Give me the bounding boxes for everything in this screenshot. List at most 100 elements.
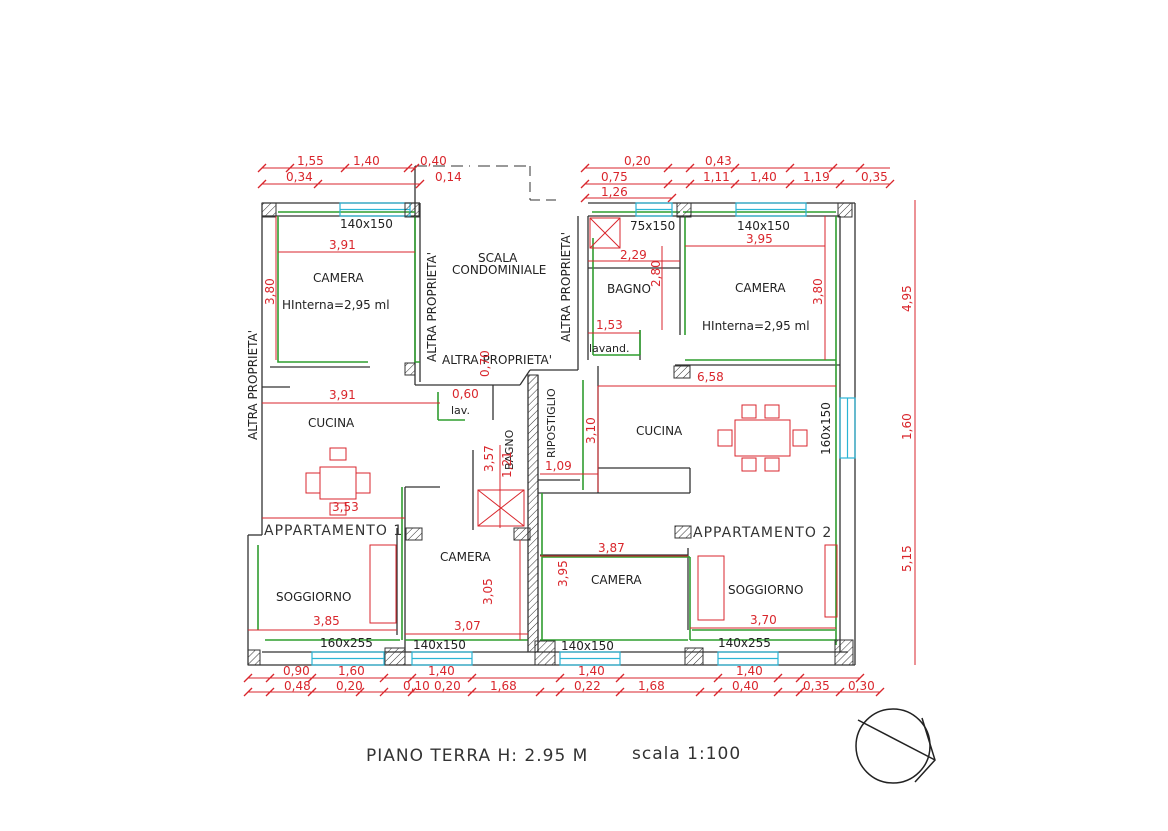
dim-380a: 3,80	[263, 278, 277, 305]
dim-bot-m: 0,40	[732, 679, 759, 693]
dim-658: 6,58	[697, 370, 724, 384]
dim-top-j: 1,40	[750, 170, 777, 184]
room-camera-tl: CAMERA	[313, 271, 364, 285]
dimension-tick	[663, 179, 673, 189]
bottom-dimensions: 0,90 1,60 1,40 0,48 0,20 0,10 0,20 1,68 …	[283, 664, 875, 693]
dim-385: 3,85	[313, 614, 340, 628]
dim-bot-g: 0,20	[434, 679, 461, 693]
room-scala-line1: SCALA	[478, 251, 518, 265]
dim-109: 1,09	[545, 459, 572, 473]
dim-387: 3,87	[598, 541, 625, 555]
dim-357: 3,57	[482, 445, 496, 472]
dimension-tick	[307, 673, 317, 683]
top-dimensions: 1,55 1,40 0,40 0,34 0,14 0,20 0,43 0,75 …	[286, 154, 888, 199]
dim-top-h: 0,75	[601, 170, 628, 184]
dim-bot-k: 1,68	[638, 679, 665, 693]
dim-310: 3,10	[584, 417, 598, 444]
window-label-1: 140x150	[340, 217, 393, 231]
plan-title: PIANO TERRA H: 2.95 M	[366, 746, 588, 766]
dim-353: 3,53	[332, 500, 359, 514]
dim-bot-n: 0,35	[803, 679, 830, 693]
window-openings	[311, 202, 856, 666]
room-camera-tr-height: HInterna=2,95 ml	[702, 319, 810, 333]
dimension-tick	[795, 673, 805, 683]
north-arrow-icon	[855, 708, 936, 784]
window-label-8: 140x255	[718, 636, 771, 650]
window-label-7: 140x150	[561, 639, 614, 653]
dim-top-m: 1,26	[601, 185, 628, 199]
dimension-tick	[340, 163, 350, 173]
dimension-lines	[248, 167, 916, 693]
dimension-ticks	[243, 163, 895, 697]
dimension-tick	[685, 179, 695, 189]
dim-top-i: 1,11	[703, 170, 730, 184]
dim-bot-b: 1,60	[338, 664, 365, 678]
dim-top-f: 0,20	[624, 154, 651, 168]
dimension-tick	[855, 163, 865, 173]
dimension-tick	[835, 179, 845, 189]
inner-dimensions: 3,91 3,80 3,91 0,60 0,70 2,29 2,80 1,53 …	[263, 232, 825, 633]
dimension-tick	[663, 163, 673, 173]
dim-280: 2,80	[649, 260, 663, 287]
room-bagno-right: BAGNO	[607, 282, 651, 296]
dim-top-l: 0,35	[861, 170, 888, 184]
dimension-tick	[773, 673, 783, 683]
dimension-tick	[265, 673, 275, 683]
window-label-3: 140x150	[737, 219, 790, 233]
dimension-tick	[257, 163, 267, 173]
dim-right-2: 1,60	[900, 413, 914, 440]
room-cucina-right: CUCINA	[636, 424, 683, 438]
dimension-tick	[355, 687, 365, 697]
furniture	[305, 217, 838, 624]
dim-391b: 3,91	[329, 388, 356, 402]
dim-bot-c: 1,40	[428, 664, 455, 678]
room-altra-left: ALTRA PROPRIETA'	[246, 330, 260, 440]
dimension-tick	[773, 687, 783, 697]
room-labels: CAMERA HInterna=2,95 ml SCALA CONDOMINIA…	[246, 232, 831, 604]
inner-linings	[257, 211, 837, 645]
dimension-tick	[855, 673, 865, 683]
dimension-tick	[580, 179, 590, 189]
dim-391a: 3,91	[329, 238, 356, 252]
room-camera-tl-height: HInterna=2,95 ml	[282, 298, 390, 312]
dim-bot-o: 0,30	[848, 679, 875, 693]
dimension-tick	[875, 687, 885, 697]
dimension-tick	[580, 163, 590, 173]
window-label-5: 160x255	[320, 636, 373, 650]
dimension-tick	[285, 163, 295, 173]
dim-top-e: 0,14	[435, 170, 462, 184]
room-altra-stair-left: ALTRA PROPRIETA'	[425, 252, 439, 362]
dimension-tick	[467, 687, 477, 697]
dimension-tick	[313, 179, 323, 189]
dim-bot-f: 0,10	[403, 679, 430, 693]
dim-395a: 3,95	[746, 232, 773, 246]
room-camera-mid-left: CAMERA	[440, 550, 491, 564]
dim-307: 3,07	[454, 619, 481, 633]
window-label-2: 75x150	[630, 219, 675, 233]
room-altra-bottom: ALTRA PROPRIETA'	[442, 353, 552, 367]
dimension-tick	[257, 179, 267, 189]
dim-121: 1,21	[500, 451, 514, 478]
dim-bot-i: 1,40	[578, 664, 605, 678]
window-labels: 140x150 75x150 140x150 160x150 160x255 1…	[320, 217, 833, 653]
dimension-tick	[615, 687, 625, 697]
dimension-tick	[415, 179, 425, 189]
dimension-tick	[379, 687, 389, 697]
dim-229: 2,29	[620, 248, 647, 262]
dimension-tick	[555, 687, 565, 697]
dimension-tick	[265, 687, 275, 697]
dimension-tick	[467, 673, 477, 683]
dimension-tick	[713, 673, 723, 683]
dimension-tick	[667, 193, 677, 203]
dim-top-d: 0,34	[286, 170, 313, 184]
dim-153: 1,53	[596, 318, 623, 332]
dimension-tick	[243, 673, 253, 683]
room-bagno-mid: BAGNO	[503, 429, 516, 470]
dimension-tick	[695, 687, 705, 697]
room-camera-tr: CAMERA	[735, 281, 786, 295]
dimension-tick	[713, 687, 723, 697]
dimension-tick	[785, 179, 795, 189]
dim-bot-h: 1,68	[490, 679, 517, 693]
dimension-tick	[835, 687, 845, 697]
